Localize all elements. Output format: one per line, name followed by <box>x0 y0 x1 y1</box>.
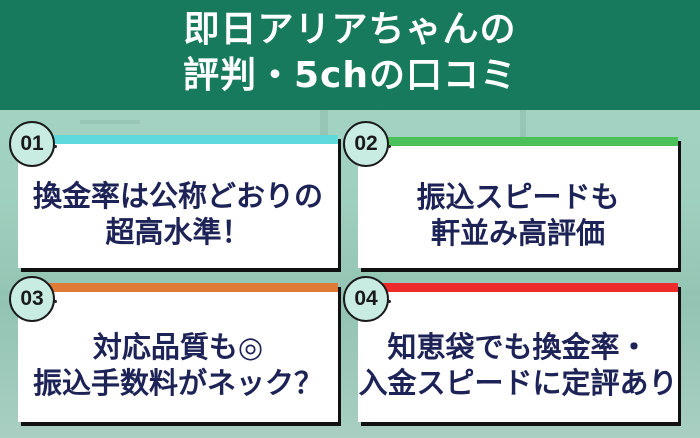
page-title-line1: 即日アリアちゃんの <box>183 9 517 50</box>
card-accent-stripe <box>18 283 338 292</box>
page-title-line2: 評判・5chの口コミ <box>182 55 518 96</box>
badge-number: 03 <box>20 287 44 310</box>
card-text-line2: 軒並み高評価 <box>430 215 605 250</box>
card-text-line2: 入金スピードに定評あり <box>358 365 678 400</box>
number-badge-03: 03 <box>9 276 57 322</box>
card-text-line2: 振込手数料がネック？ <box>32 365 323 400</box>
point-card-02: 振込スピードも 軒並み高評価 <box>358 137 678 268</box>
number-badge-01: 01 <box>9 121 57 167</box>
badge-number: 04 <box>354 287 378 310</box>
card-text-line2: 超高水準！ <box>105 214 251 249</box>
point-card-04: 知恵袋でも換金率・ 入金スピードに定評あり <box>358 283 678 422</box>
card-accent-stripe <box>18 135 338 144</box>
card-text-line1: 換金率は公称どおりの <box>32 178 323 213</box>
card-text-line1: 対応品質も◎ <box>92 329 264 364</box>
card-accent-stripe <box>358 137 678 146</box>
card-text-line1: 知恵袋でも換金率・ <box>387 329 649 364</box>
point-card-03: 対応品質も◎ 振込手数料がネック？ <box>18 283 338 422</box>
number-badge-04: 04 <box>343 276 391 322</box>
badge-number: 02 <box>354 132 378 155</box>
badge-number: 01 <box>20 132 44 155</box>
point-card-01: 換金率は公称どおりの 超高水準！ <box>18 135 338 268</box>
card-text-line1: 振込スピードも <box>416 179 620 214</box>
number-badge-02: 02 <box>343 121 391 167</box>
page-header: 即日アリアちゃんの 評判・5chの口コミ <box>0 0 700 110</box>
card-accent-stripe <box>358 283 678 292</box>
